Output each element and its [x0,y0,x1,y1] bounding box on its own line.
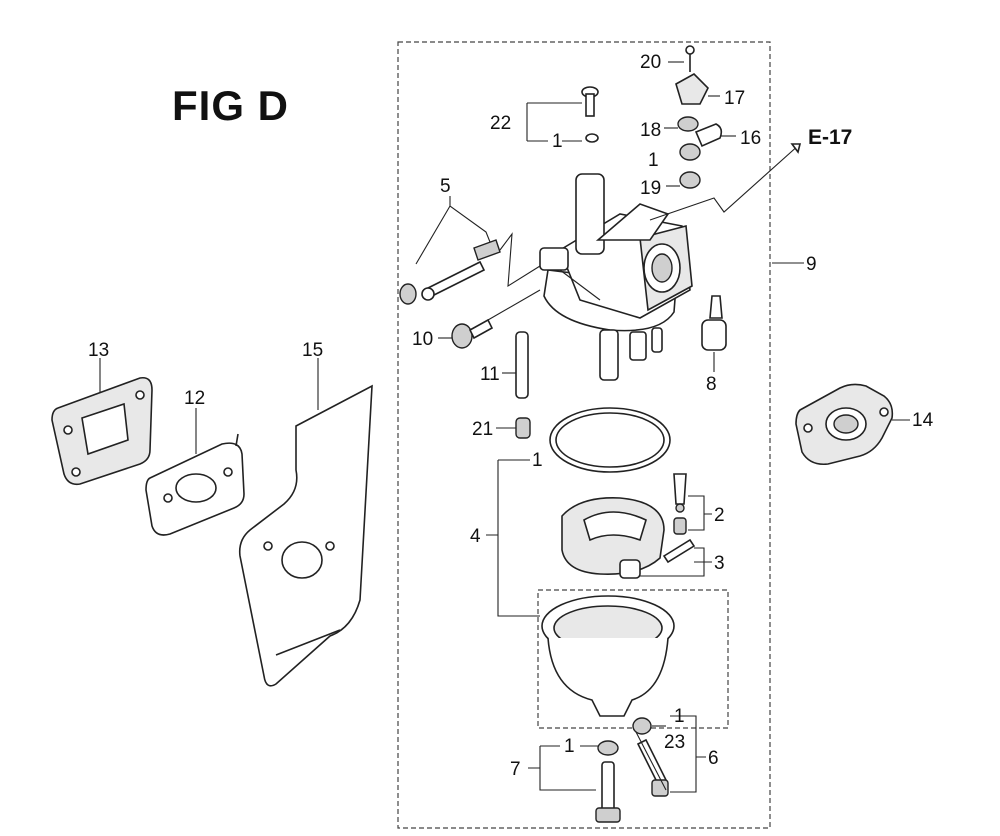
callout-10: 10 [412,329,433,350]
part-7-bolt[interactable] [595,761,621,823]
callout-20: 20 [640,52,661,73]
callout-12: 12 [184,388,205,409]
part-5-screw-set[interactable] [399,239,501,305]
callout-15: 15 [302,340,323,361]
part-1-seal-top[interactable] [679,143,701,161]
figure-title: FIG D [172,82,289,129]
callout-3: 3 [714,553,725,574]
callout-1-top: 1 [552,131,563,152]
part-1-washer-bottom[interactable] [597,740,619,756]
part-12-gasket[interactable] [145,433,245,536]
part-1-washer-top[interactable] [585,133,599,143]
callout-11: 11 [480,364,500,385]
part-22-screw[interactable] [581,86,599,117]
callout-16: 16 [740,128,761,149]
callout-9: 9 [806,254,817,275]
callout-22: 22 [490,113,511,134]
part-20-screw[interactable] [685,45,695,72]
callout-17: 17 [724,88,745,109]
part-13-gasket[interactable] [51,376,153,486]
callout-1-bottom: 1 [564,736,575,757]
callout-1-chamber: 1 [674,706,685,727]
callout-labels: 20 17 22 1 18 16 1 19 5 9 10 13 15 11 8 … [88,52,934,780]
callout-4: 4 [470,526,481,547]
part-1-oring[interactable] [549,407,671,473]
part-16-spring[interactable] [694,123,723,148]
part-19-seal[interactable] [679,171,701,189]
part-11-pipe[interactable] [515,331,529,399]
callout-2: 2 [714,505,725,526]
callout-21: 21 [472,419,493,440]
part-17-lever[interactable] [675,73,709,105]
assembly-frame [397,41,771,829]
chamber-set-frame [537,589,729,729]
callout-13: 13 [88,340,109,361]
callout-6: 6 [708,748,719,769]
callout-8: 8 [706,374,717,395]
leader-lines [99,61,910,793]
float[interactable] [561,497,665,579]
callout-14: 14 [912,410,934,431]
float-chamber[interactable] [541,595,675,717]
callout-1-seal: 1 [648,150,659,171]
part-14-insulator[interactable] [795,383,894,466]
callout-7: 7 [510,759,521,780]
part-23-washer[interactable] [632,717,652,735]
callout-19: 19 [640,178,661,199]
callout-23: 23 [664,732,685,753]
part-3-pin[interactable] [662,538,696,564]
part-10-screw[interactable] [451,318,494,349]
part-8-float-valve[interactable] [701,295,727,351]
callout-18: 18 [640,120,661,141]
callout-1-oring: 1 [532,450,543,471]
part-2-jet[interactable] [673,473,687,535]
part-21-fitting[interactable] [515,417,531,439]
carburetor-body[interactable] [539,173,693,381]
part-15-plate[interactable] [238,384,373,687]
part-18-washer[interactable] [677,116,699,132]
callout-5: 5 [440,176,451,197]
reference-label[interactable]: E-17 [808,126,853,149]
